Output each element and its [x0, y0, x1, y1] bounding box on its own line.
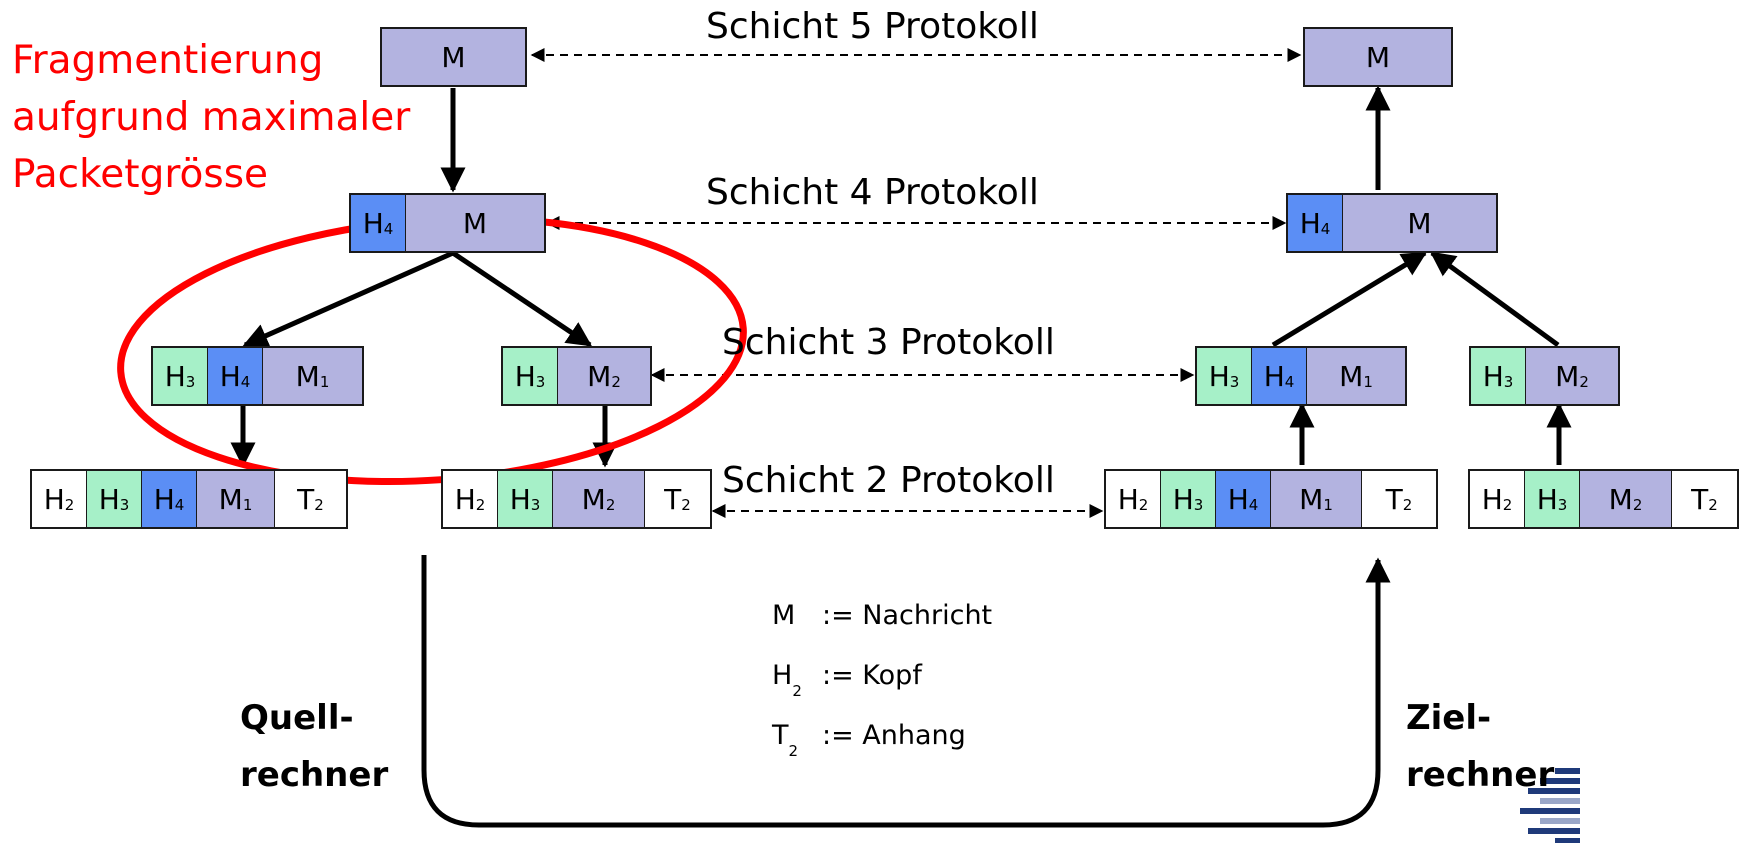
src-l4-to-l3a-arrow: [242, 250, 455, 348]
target-host-label-line2: rechner: [1406, 755, 1555, 795]
layer5-protocol-label: Schicht 5 Protokoll: [706, 6, 1039, 47]
target-host-label-line1: Ziel-: [1406, 698, 1492, 738]
dst-l3a-to-l4-arrow: [1271, 250, 1428, 348]
message-cell: M: [1305, 29, 1451, 85]
layer2-protocol-label: Schicht 2 Protokoll: [722, 460, 1055, 501]
src-l4-to-l3b-arrow: [451, 250, 593, 348]
layer3-protocol-label: Schicht 3 Protokoll: [722, 322, 1055, 363]
source-host-label: Quell- rechner: [240, 690, 388, 804]
fragmentation-note-line3: Packetgrösse: [12, 152, 269, 197]
legend-description: := Kopf: [822, 660, 922, 691]
fragmentation-note-line1: Fragmentierung: [12, 38, 324, 83]
legend-item-header: H2 := Kopf: [772, 660, 922, 701]
legend-symbol: M: [772, 600, 796, 631]
source-layer5-packet: M: [380, 27, 527, 87]
target-layer5-packet: M: [1303, 27, 1453, 87]
legend-description: := Nachricht: [822, 600, 993, 631]
dst-l3b-to-l4-arrow: [1429, 250, 1560, 348]
legend-item-message: M := Nachricht: [772, 600, 992, 634]
target-host-label: Ziel- rechner: [1406, 690, 1554, 804]
fragmentation-note-line2: aufgrund maximaler: [12, 95, 411, 140]
university-logo: [1520, 768, 1580, 843]
legend-symbol: T2: [772, 720, 799, 761]
message-cell: M: [406, 195, 544, 251]
fragmentation-note: Fragmentierung aufgrund maximaler Packet…: [12, 32, 410, 203]
legend-symbol: H2: [772, 660, 802, 701]
source-host-label-line2: rechner: [240, 755, 389, 795]
layer4-protocol-label: Schicht 4 Protokoll: [706, 172, 1039, 213]
legend-description: := Anhang: [822, 720, 966, 751]
message-cell: M: [382, 29, 525, 85]
message-cell: M: [1343, 195, 1496, 251]
source-host-label-line1: Quell-: [240, 698, 354, 738]
physical-path-arrow: [421, 555, 1391, 828]
legend-item-trailer: T2 := Anhang: [772, 720, 966, 761]
